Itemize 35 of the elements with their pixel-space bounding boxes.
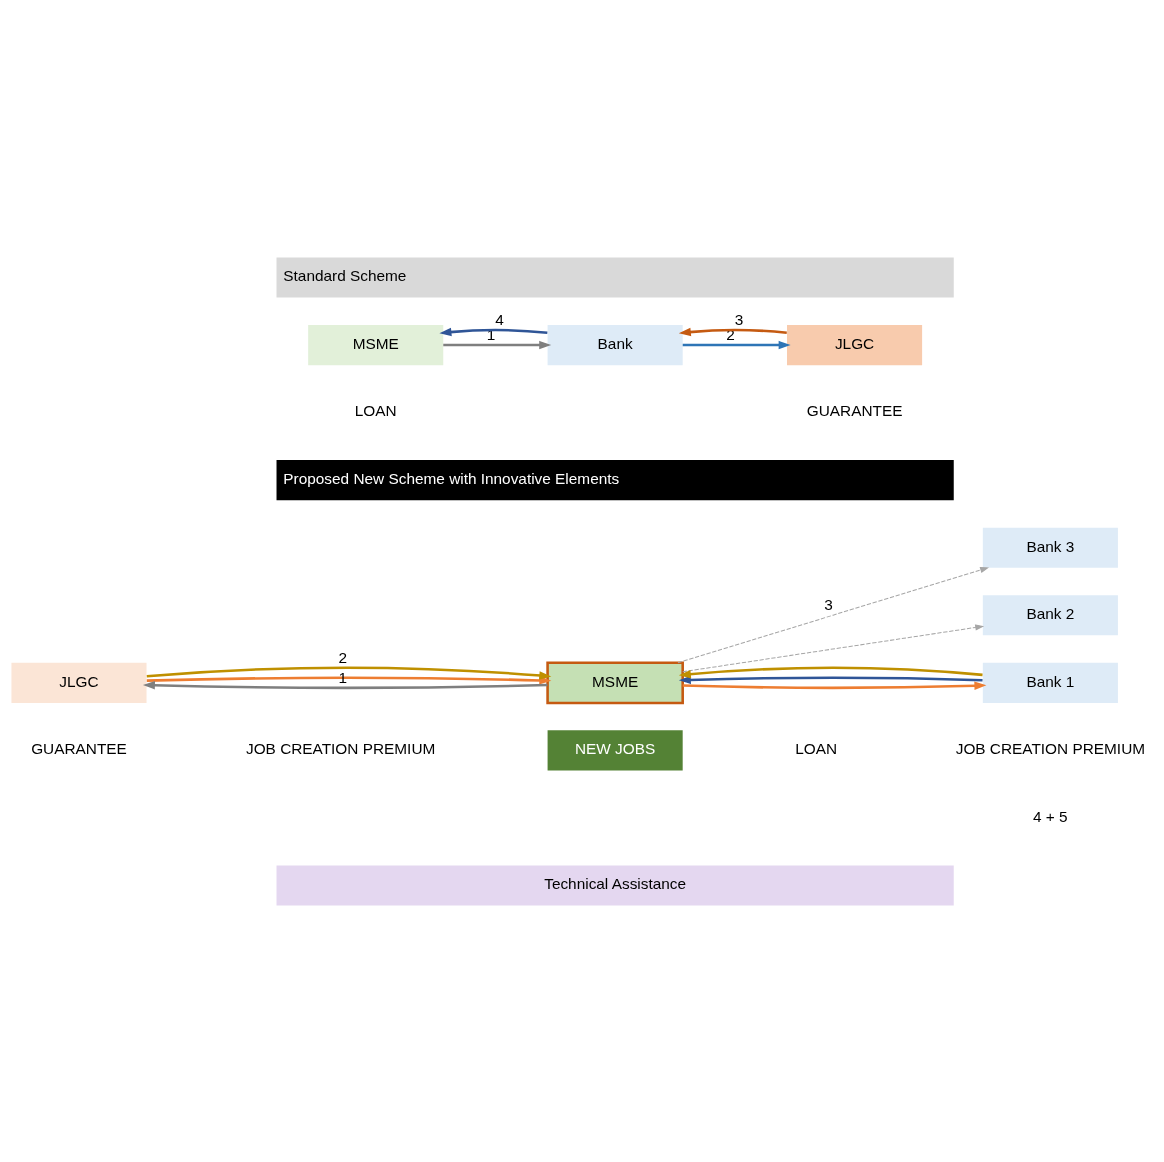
node-box: Technical Assistance [276,864,954,906]
label: LOAN [795,739,838,757]
label: JOB CREATION PREMIUM [955,739,1146,757]
edge-label: 3 [734,310,744,328]
label: JOB CREATION PREMIUM [245,739,436,757]
arrow [142,680,548,689]
arrow [682,681,987,690]
node-box: Bank 3 [982,527,1118,568]
label: 4 + 5 [1033,807,1068,825]
node-box: Bank 1 [982,662,1118,703]
arrow [678,675,983,684]
edge-label: 2 [338,648,348,666]
arrow [678,666,983,678]
node-box: NEW JOBS [547,729,683,770]
label: LOAN [354,401,397,419]
arrow [682,623,985,672]
node-box: JLGC [787,324,923,365]
node-box: Bank 2 [982,594,1118,635]
arrow [678,327,787,336]
edge-label: 4 [495,310,504,328]
node-box: Proposed New Scheme with Innovative Elements [276,459,954,500]
label: GUARANTEE [806,401,903,419]
node-box: MSME [546,660,684,704]
edge-label: 3 [824,595,833,613]
node-box: Bank [547,324,683,365]
arrow [677,566,990,663]
arrow [443,340,552,349]
arrow [682,340,791,349]
node-box: JLGC [11,662,147,703]
arrow [146,666,552,680]
label: GUARANTEE [31,739,127,757]
node-box: MSME [308,324,444,365]
arrow [439,327,548,336]
node-box: Standard Scheme [276,256,954,298]
arrow [146,675,552,685]
